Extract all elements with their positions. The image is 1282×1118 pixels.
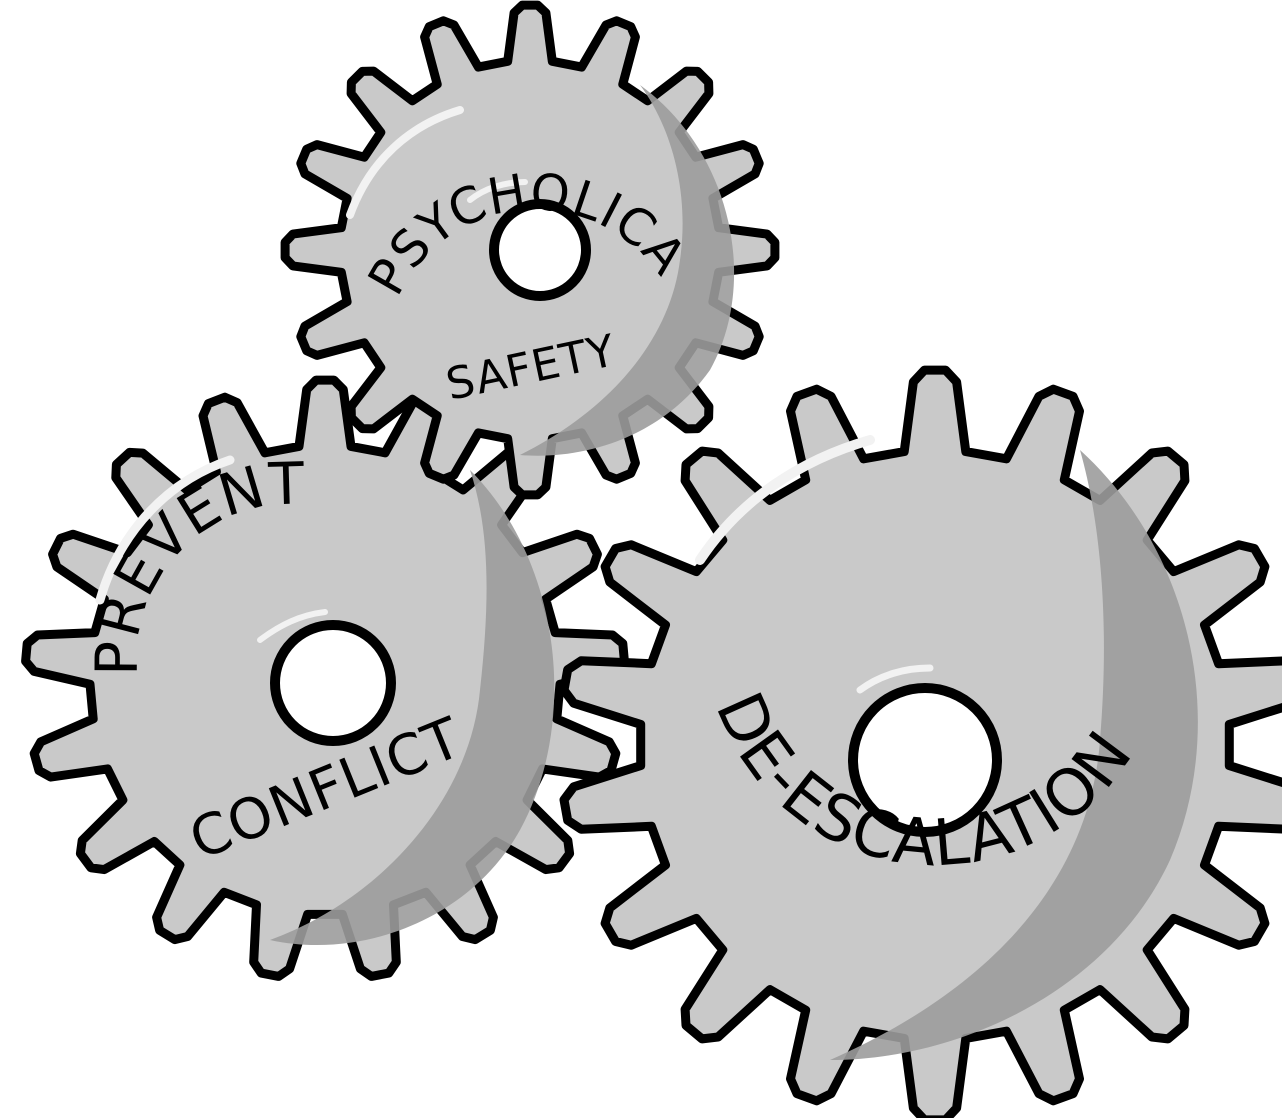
gear-prevent-conflict-hub-hole xyxy=(275,625,391,741)
gear-de-escalation: DE-ESCALATION xyxy=(564,370,1282,1118)
gear-psychological-safety: PSYCHOLICAL SAFETY xyxy=(0,0,775,495)
